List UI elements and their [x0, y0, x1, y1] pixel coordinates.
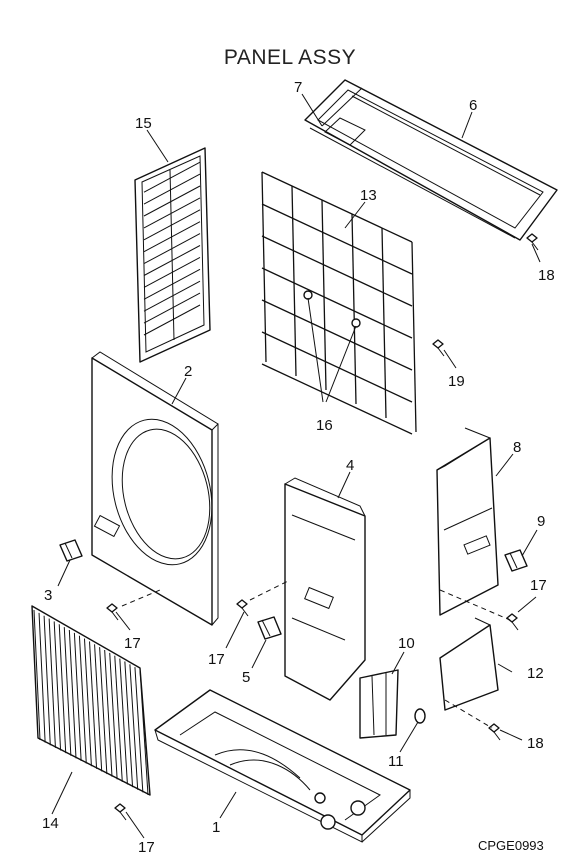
- callout-7: 7: [294, 79, 302, 96]
- callout-1: 1: [212, 819, 220, 836]
- callout-13: 13: [360, 187, 377, 204]
- screw-icon: [432, 339, 444, 349]
- screw-icon: [526, 233, 538, 243]
- part-4-service-panel: [284, 477, 366, 701]
- assembly-lines: [121, 579, 511, 729]
- callout-6: 6: [469, 97, 477, 114]
- part-6-top-panel: [304, 79, 558, 241]
- part-12-cover-panel: [439, 617, 499, 711]
- screw-icon: [236, 599, 248, 609]
- callout-18a: 18: [538, 267, 555, 284]
- callout-14: 14: [42, 815, 59, 832]
- part-15-louver-panel: [134, 147, 211, 363]
- callout-16: 16: [316, 417, 333, 434]
- part-14-rear-grille: [31, 605, 151, 796]
- callout-5: 5: [242, 669, 250, 686]
- part-10-bracket: [359, 669, 399, 739]
- screw-icon: [106, 603, 118, 613]
- part-3-clip: [59, 539, 83, 562]
- callout-11: 11: [388, 753, 404, 770]
- diagram-title: PANEL ASSY: [223, 46, 357, 69]
- callout-17d: 18: [527, 735, 544, 752]
- callout-18b: 19: [448, 373, 465, 390]
- part-8-side-panel: [436, 427, 499, 616]
- leader-lines: [51, 93, 541, 839]
- screw-icon: [114, 803, 126, 813]
- part-2-fan-panel: [91, 351, 219, 626]
- part-1-base-pan: [154, 689, 411, 843]
- callout-17c: 17: [208, 651, 225, 668]
- callout-15: 15: [135, 115, 152, 132]
- screw-icon: [488, 723, 500, 733]
- callout-17a: 17: [530, 577, 547, 594]
- callout-8: 8: [513, 439, 521, 456]
- callout-10: 10: [398, 635, 415, 652]
- part-11-washer: [414, 708, 426, 724]
- callout-3: 3: [44, 587, 52, 604]
- part-9-clip: [504, 549, 528, 572]
- callout-labels: 7 6 15 13 18 19 2 16 4 8 9 3 17 17 17 5 …: [42, 79, 555, 856]
- callout-2: 2: [184, 363, 192, 380]
- callout-9: 9: [537, 513, 545, 530]
- part-13-wire-guard: [261, 171, 417, 435]
- drawing-code: CPGE0993: [478, 838, 544, 853]
- callout-4: 4: [346, 457, 354, 474]
- callout-12: 12: [527, 665, 544, 682]
- part-5-clip: [257, 616, 282, 640]
- screw-icon: [506, 613, 518, 623]
- callout-19: 17: [138, 839, 155, 856]
- callout-17b: 17: [124, 635, 141, 652]
